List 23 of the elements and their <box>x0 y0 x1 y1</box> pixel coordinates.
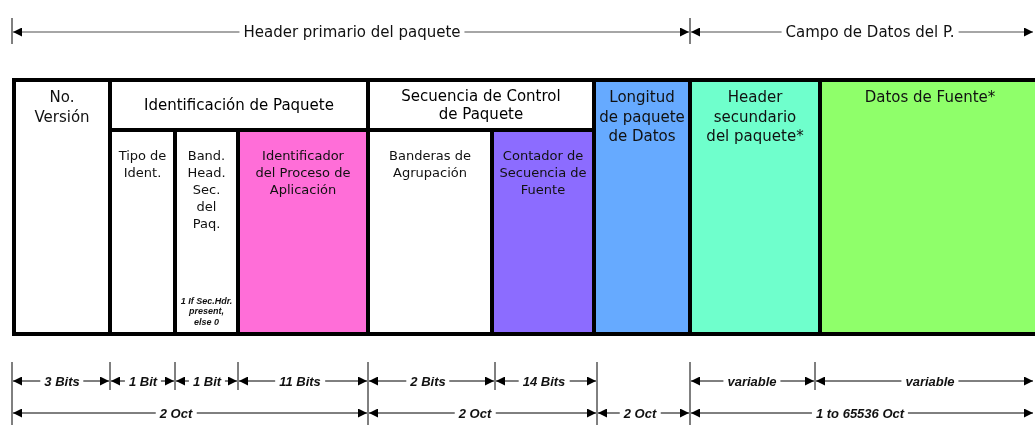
field-cell <box>692 82 818 332</box>
section-label: Header primario del paquete <box>239 23 465 41</box>
field-name: Longitud de paquete de Datos <box>599 88 685 147</box>
section-label: Campo de Datos del P. <box>781 23 959 41</box>
field-cell <box>596 82 688 332</box>
field-cell <box>822 82 1035 332</box>
field-cell <box>370 132 490 332</box>
field-cell <box>177 132 236 332</box>
field-name: Datos de Fuente* <box>864 88 996 108</box>
field-cell <box>16 82 108 332</box>
group-heading: Secuencia de Control de Paquete <box>400 87 562 123</box>
field-name: Band. Head. Sec. del Paq. <box>186 148 227 233</box>
field-cell <box>494 132 592 332</box>
group-heading: Identificación de Paquete <box>143 96 335 114</box>
field-name: Header secundario del paquete* <box>705 88 805 147</box>
field-name: No. Versión <box>33 88 91 127</box>
field-cell <box>112 132 173 332</box>
field-note: 1 If Sec.Hdr. present, else 0 <box>180 295 233 328</box>
field-name: Identificador del Proceso de Aplicación <box>254 148 352 199</box>
field-name: Tipo de Ident. <box>118 148 167 182</box>
field-name: Banderas de Agrupación <box>388 148 472 182</box>
field-name: Contador de Secuencia de Fuente <box>498 148 588 199</box>
field-cell <box>240 132 366 332</box>
